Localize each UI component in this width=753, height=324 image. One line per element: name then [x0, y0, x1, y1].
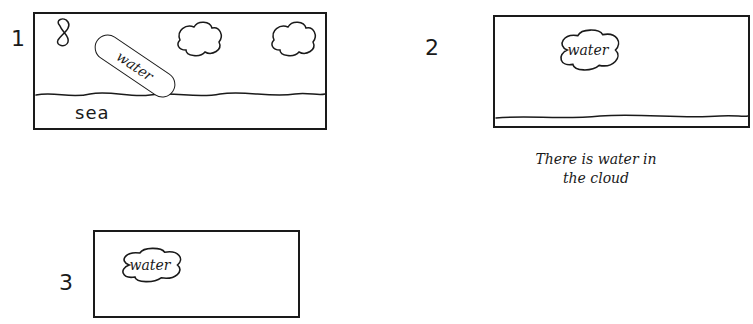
cloud	[178, 22, 221, 55]
panel-number: 2	[425, 35, 439, 60]
water-label: water	[130, 257, 171, 273]
sketch-panel: 2water	[493, 15, 750, 128]
sea-wave	[496, 115, 748, 118]
sea-wave	[36, 93, 325, 96]
water-cloud: water	[553, 26, 624, 74]
water-label: water	[114, 48, 157, 84]
sea-label: sea	[75, 102, 109, 123]
water-capsule: water	[90, 29, 181, 102]
note-text: There is water in the cloud	[526, 150, 666, 188]
scribble	[57, 19, 68, 46]
sketch-panel: 3water	[93, 230, 300, 318]
cloud	[272, 22, 315, 55]
panel-number: 1	[11, 26, 25, 51]
sketch-panel: 1seawater	[33, 12, 327, 130]
water-cloud: water	[115, 245, 186, 285]
panel-number: 3	[59, 270, 73, 295]
water-label: water	[568, 42, 609, 58]
